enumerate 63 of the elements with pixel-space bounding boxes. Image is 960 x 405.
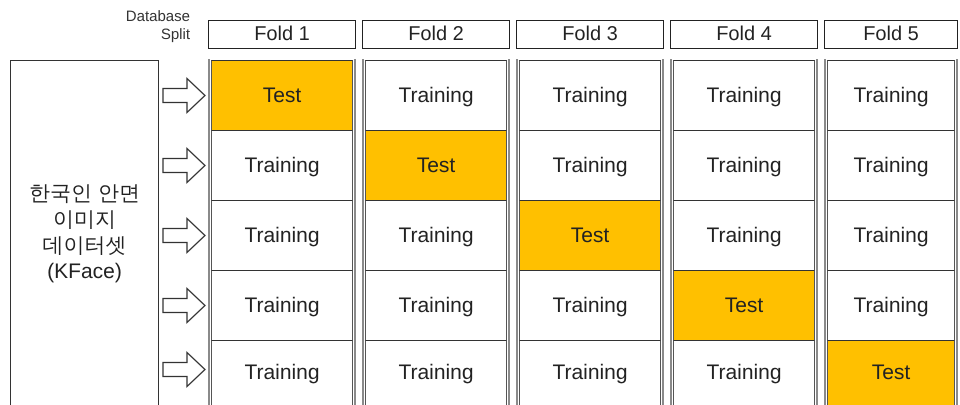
fold-cell — [365, 130, 507, 201]
split-label: Training — [552, 294, 628, 318]
fold-cell — [211, 340, 353, 405]
axis-label: Database Split — [124, 8, 190, 44]
split-label: Training — [398, 84, 474, 108]
split-label: Training — [706, 154, 782, 178]
fold-cell — [365, 340, 507, 405]
fold-cell — [673, 200, 815, 271]
split-label: Training — [853, 154, 929, 178]
split-label: Training — [853, 294, 929, 318]
split-label: Training — [244, 224, 320, 248]
split-label: Test — [872, 361, 910, 385]
dataset-label: 한국인 안면 이미지 데이터셋 (KFace) — [28, 181, 140, 285]
split-label: Training — [552, 154, 628, 178]
split-label: Test — [416, 154, 456, 178]
fold-cell — [673, 130, 815, 201]
split-label: Test — [262, 84, 302, 108]
fold-cell — [519, 200, 661, 271]
fold-cell — [827, 270, 955, 341]
split-label: Training — [706, 224, 782, 248]
fold-cell — [365, 60, 507, 131]
fold-cell — [519, 60, 661, 131]
split-label: Training — [706, 84, 782, 108]
split-label: Training — [244, 154, 320, 178]
fold-cell — [211, 270, 353, 341]
fold-cell — [827, 200, 955, 271]
block-arrow — [162, 217, 206, 254]
split-label: Training — [398, 294, 474, 318]
split-label: Test — [570, 224, 610, 248]
fold-cell — [519, 130, 661, 201]
fold-cell — [673, 270, 815, 341]
split-label: Training — [244, 294, 320, 318]
fold-cell — [211, 200, 353, 271]
fold-cell — [673, 60, 815, 131]
fold-header: Fold 3 — [516, 20, 664, 49]
fold-cell — [673, 340, 815, 405]
fold-cell — [211, 60, 353, 131]
split-label: Test — [724, 294, 764, 318]
fold-cell — [827, 130, 955, 201]
split-label: Training — [244, 361, 320, 385]
fold-cell — [827, 60, 955, 131]
split-label: Training — [398, 224, 474, 248]
fold-cell — [365, 200, 507, 271]
block-arrow — [162, 287, 206, 324]
fold-header: Fold 1 — [208, 20, 356, 49]
split-label: Training — [552, 84, 628, 108]
split-label: Training — [398, 361, 474, 385]
fold-header: Fold 5 — [824, 20, 958, 49]
split-label: Training — [853, 224, 929, 248]
fold-cell — [827, 340, 955, 405]
split-label: Training — [853, 84, 929, 108]
fold-header: Fold 4 — [670, 20, 818, 49]
dataset-box — [10, 60, 159, 405]
block-arrow — [162, 351, 206, 388]
fold-cell — [211, 130, 353, 201]
split-label: Training — [706, 361, 782, 385]
fold-cell — [519, 340, 661, 405]
fold-header: Fold 2 — [362, 20, 510, 49]
block-arrow — [162, 147, 206, 184]
fold-cell — [365, 270, 507, 341]
split-label: Training — [552, 361, 628, 385]
fold-cell — [519, 270, 661, 341]
block-arrow — [162, 77, 206, 114]
